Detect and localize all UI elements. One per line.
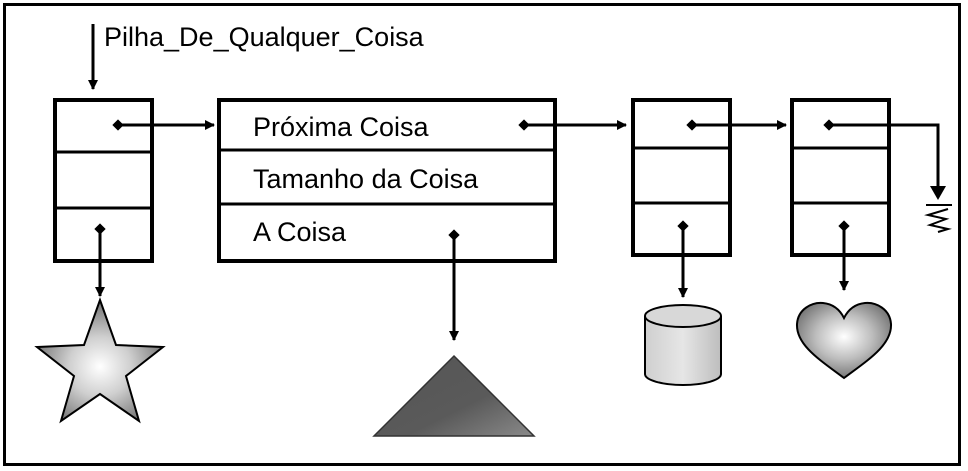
node-1	[53, 98, 154, 263]
node-2: Próxima Coisa Tamanho da Coisa A Coisa	[217, 98, 557, 263]
head-label: Pilha_De_Qualquer_Coisa	[104, 22, 425, 52]
heart-icon	[795, 301, 893, 380]
star-icon	[34, 297, 166, 424]
pointer-dots	[94, 119, 850, 241]
field-size-label: Tamanho da Coisa	[253, 164, 479, 194]
triangle-icon	[372, 354, 536, 437]
cylinder-icon	[644, 304, 722, 386]
node-4	[790, 98, 891, 257]
ground-icon	[924, 204, 952, 233]
diagram-frame	[3, 3, 961, 466]
field-thing-label: A Coisa	[253, 217, 347, 247]
null-pointer-line	[831, 123, 940, 194]
field-next-label: Próxima Coisa	[253, 112, 430, 142]
